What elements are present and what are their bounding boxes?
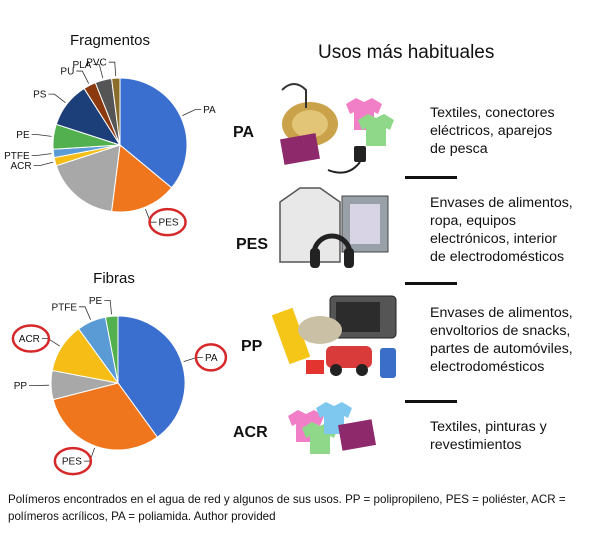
pa-illustration-icon	[280, 83, 394, 174]
pie-slice-pe	[104, 315, 119, 384]
slice-label-pp: PP	[14, 381, 28, 392]
highlight-circle	[11, 324, 51, 353]
highlight-circle	[53, 446, 93, 476]
leader-line	[41, 338, 60, 347]
divider	[405, 282, 457, 285]
leader-line	[182, 109, 202, 116]
leader-line	[48, 93, 66, 104]
slice-label-pa: PA	[205, 353, 218, 364]
use-text-acr: Textiles, pinturas y revestimientos	[430, 419, 547, 453]
leader-line	[79, 306, 91, 320]
leader-line	[183, 356, 203, 363]
pie-slice-unlabeled	[55, 144, 121, 213]
leader-line	[76, 70, 90, 84]
use-text-pes: Envases de alimentos, ropa, equipos elec…	[430, 195, 573, 265]
slice-label-pe: PE	[89, 296, 103, 307]
pie-slice-pes	[52, 382, 159, 451]
use-text-pa: Textiles, conectores eléctricos, aparejo…	[430, 105, 555, 157]
leader-line	[31, 153, 52, 156]
uses-title: Usos más habituales	[318, 42, 495, 63]
slice-label-ptfe: PTFE	[4, 151, 30, 162]
chart-title: Fragmentos	[70, 32, 150, 49]
pie-slice-pes	[111, 144, 173, 213]
slice-label-pe: PE	[16, 130, 30, 141]
leader-line	[108, 61, 117, 77]
slice-label-ps: PS	[33, 90, 47, 101]
acr-illustration-icon	[288, 402, 376, 454]
slice-label-ptfe: PTFE	[51, 302, 77, 313]
use-code-pp: PP	[241, 338, 263, 355]
highlight-circle	[148, 207, 187, 237]
slice-label-acr: ACR	[19, 334, 40, 345]
pie-charts: FragmentosPAPESACRPTFEPEPSPUPLAPVCFibras…	[4, 32, 228, 476]
leader-line	[33, 161, 54, 167]
leader-line	[104, 299, 112, 315]
pie-slice-pa	[119, 77, 188, 189]
slice-label-acr: ACR	[10, 161, 31, 172]
pie-slice-pa	[117, 315, 186, 438]
use-code-pes: PES	[236, 236, 269, 253]
divider	[405, 400, 457, 403]
use-text-pp: Envases de alimentos, envoltorios de sna…	[430, 305, 573, 375]
slice-label-pu: PU	[60, 67, 74, 78]
chart-title: Fibras	[93, 270, 135, 287]
leader-line	[31, 134, 52, 137]
pie-slice-pvc	[111, 77, 121, 146]
caption: Polímeros encontrados en el agua de red …	[8, 493, 566, 523]
pes-illustration-icon	[279, 187, 389, 268]
slice-label-pes: PES	[62, 457, 82, 468]
pp-illustration-icon	[272, 295, 397, 378]
use-code-acr: ACR	[233, 424, 268, 441]
slice-label-pvc: PVC	[86, 58, 107, 69]
leader-line	[93, 64, 104, 79]
slice-label-pla: PLA	[72, 60, 91, 71]
divider	[405, 176, 457, 179]
use-code-pa: PA	[233, 124, 255, 141]
slice-label-pes: PES	[159, 218, 179, 229]
slice-label-pa: PA	[203, 105, 216, 116]
highlight-circle	[194, 343, 228, 372]
